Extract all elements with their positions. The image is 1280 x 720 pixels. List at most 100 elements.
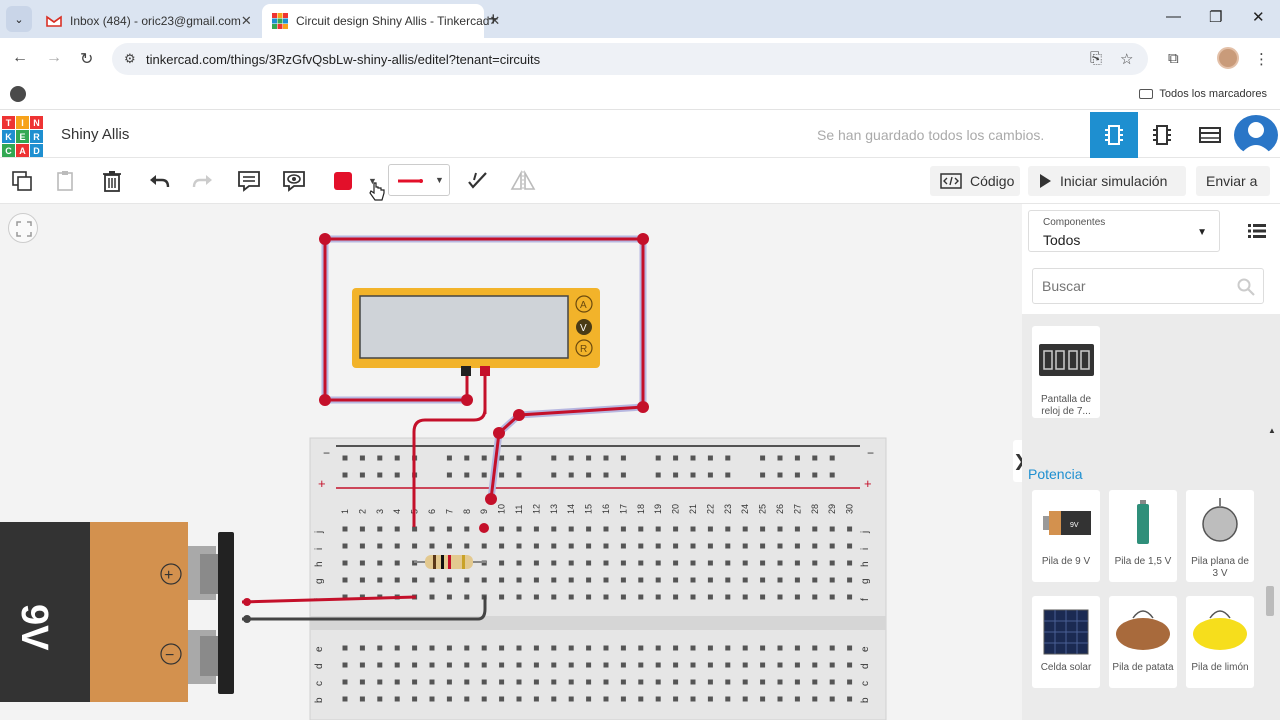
breadboard-hole[interactable] bbox=[707, 645, 713, 651]
breadboard-hole[interactable] bbox=[794, 472, 800, 478]
breadboard-hole[interactable] bbox=[742, 645, 748, 651]
breadboard-hole[interactable] bbox=[342, 455, 348, 461]
site-info-icon[interactable]: ⚙ bbox=[124, 51, 136, 66]
breadboard-hole[interactable] bbox=[342, 594, 348, 600]
forward-icon[interactable]: → bbox=[46, 49, 62, 66]
circuit-view-button[interactable] bbox=[1090, 112, 1138, 158]
breadboard-hole[interactable] bbox=[655, 679, 661, 685]
breadboard-hole[interactable] bbox=[481, 662, 487, 668]
breadboard-hole[interactable] bbox=[777, 645, 783, 651]
breadboard-hole[interactable] bbox=[551, 560, 557, 566]
breadboard-hole[interactable] bbox=[620, 560, 626, 566]
breadboard-hole[interactable] bbox=[847, 560, 853, 566]
breadboard-hole[interactable] bbox=[829, 455, 835, 461]
breadboard-hole[interactable] bbox=[655, 645, 661, 651]
breadboard-hole[interactable] bbox=[690, 472, 696, 478]
breadboard-hole[interactable] bbox=[516, 560, 522, 566]
minimize-icon[interactable]: — bbox=[1166, 8, 1181, 25]
breadboard-hole[interactable] bbox=[847, 543, 853, 549]
breadboard-hole[interactable] bbox=[673, 543, 679, 549]
breadboard-hole[interactable] bbox=[551, 455, 557, 461]
breadboard-hole[interactable] bbox=[586, 526, 592, 532]
breadboard-hole[interactable] bbox=[620, 645, 626, 651]
breadboard-hole[interactable] bbox=[551, 472, 557, 478]
user-avatar[interactable] bbox=[1234, 115, 1278, 155]
breadboard-hole[interactable] bbox=[812, 679, 818, 685]
notes-icon[interactable] bbox=[236, 168, 262, 194]
breadboard-hole[interactable] bbox=[394, 543, 400, 549]
breadboard-hole[interactable] bbox=[777, 679, 783, 685]
back-icon[interactable]: ← bbox=[12, 49, 28, 66]
breadboard-hole[interactable] bbox=[359, 560, 365, 566]
breadboard-hole[interactable] bbox=[673, 455, 679, 461]
breadboard-hole[interactable] bbox=[533, 696, 539, 702]
breadboard-hole[interactable] bbox=[516, 543, 522, 549]
breadboard-hole[interactable] bbox=[429, 577, 435, 583]
breadboard-hole[interactable] bbox=[812, 543, 818, 549]
breadboard-hole[interactable] bbox=[742, 577, 748, 583]
breadboard-hole[interactable] bbox=[673, 594, 679, 600]
breadboard-hole[interactable] bbox=[603, 455, 609, 461]
breadboard-hole[interactable] bbox=[342, 696, 348, 702]
breadboard-hole[interactable] bbox=[794, 526, 800, 532]
list-view-icon[interactable] bbox=[1248, 224, 1266, 238]
breadboard-hole[interactable] bbox=[359, 645, 365, 651]
breadboard-hole[interactable] bbox=[847, 645, 853, 651]
breadboard-hole[interactable] bbox=[586, 679, 592, 685]
breadboard-hole[interactable] bbox=[690, 679, 696, 685]
code-button[interactable]: Código bbox=[930, 166, 1020, 196]
breadboard-hole[interactable] bbox=[586, 594, 592, 600]
breadboard-hole[interactable] bbox=[673, 662, 679, 668]
breadboard-hole[interactable] bbox=[516, 645, 522, 651]
breadboard-hole[interactable] bbox=[429, 526, 435, 532]
breadboard-hole[interactable] bbox=[568, 594, 574, 600]
breadboard-hole[interactable] bbox=[829, 472, 835, 478]
breadboard-hole[interactable] bbox=[394, 645, 400, 651]
breadboard-hole[interactable] bbox=[568, 645, 574, 651]
breadboard-hole[interactable] bbox=[794, 577, 800, 583]
breadboard-hole[interactable] bbox=[812, 560, 818, 566]
breadboard-hole[interactable] bbox=[446, 577, 452, 583]
breadboard-hole[interactable] bbox=[725, 662, 731, 668]
breadboard-hole[interactable] bbox=[516, 594, 522, 600]
breadboard-hole[interactable] bbox=[394, 662, 400, 668]
breadboard-hole[interactable] bbox=[499, 455, 505, 461]
breadboard-hole[interactable] bbox=[620, 696, 626, 702]
breadboard-hole[interactable] bbox=[690, 526, 696, 532]
breadboard-hole[interactable] bbox=[794, 679, 800, 685]
breadboard-hole[interactable] bbox=[568, 472, 574, 478]
breadboard-hole[interactable] bbox=[742, 543, 748, 549]
breadboard-hole[interactable] bbox=[586, 645, 592, 651]
breadboard-hole[interactable] bbox=[551, 526, 557, 532]
scroll-up-icon[interactable]: ▲ bbox=[1268, 426, 1276, 435]
globe-icon[interactable] bbox=[10, 86, 26, 102]
breadboard-hole[interactable] bbox=[829, 560, 835, 566]
breadboard-hole[interactable] bbox=[429, 696, 435, 702]
breadboard-hole[interactable] bbox=[359, 472, 365, 478]
breadboard-hole[interactable] bbox=[533, 645, 539, 651]
breadboard-hole[interactable] bbox=[794, 645, 800, 651]
breadboard-hole[interactable] bbox=[377, 577, 383, 583]
breadboard-hole[interactable] bbox=[586, 472, 592, 478]
breadboard-hole[interactable] bbox=[499, 577, 505, 583]
component-card-coin-battery[interactable]: Pila plana de 3 V bbox=[1186, 490, 1254, 582]
browser-tab-gmail[interactable]: Inbox (484) - oric23@gmail.com ✕ bbox=[36, 4, 258, 38]
breadboard-hole[interactable] bbox=[620, 472, 626, 478]
breadboard-hole[interactable] bbox=[725, 526, 731, 532]
breadboard-hole[interactable] bbox=[777, 560, 783, 566]
multimeter[interactable]: A V R bbox=[352, 288, 600, 376]
breadboard-hole[interactable] bbox=[829, 526, 835, 532]
breadboard-hole[interactable] bbox=[812, 526, 818, 532]
breadboard-hole[interactable] bbox=[394, 472, 400, 478]
breadboard-hole[interactable] bbox=[673, 645, 679, 651]
breadboard-hole[interactable] bbox=[690, 560, 696, 566]
more-menu-icon[interactable]: ⋮ bbox=[1254, 51, 1269, 68]
send-to-button[interactable]: Enviar a bbox=[1196, 166, 1270, 196]
breadboard-hole[interactable] bbox=[499, 696, 505, 702]
breadboard-hole[interactable] bbox=[760, 455, 766, 461]
breadboard-hole[interactable] bbox=[794, 594, 800, 600]
breadboard-hole[interactable] bbox=[620, 455, 626, 461]
breadboard-hole[interactable] bbox=[829, 577, 835, 583]
breadboard-hole[interactable] bbox=[499, 543, 505, 549]
components-select[interactable]: Componentes Todos ▼ bbox=[1028, 210, 1220, 252]
